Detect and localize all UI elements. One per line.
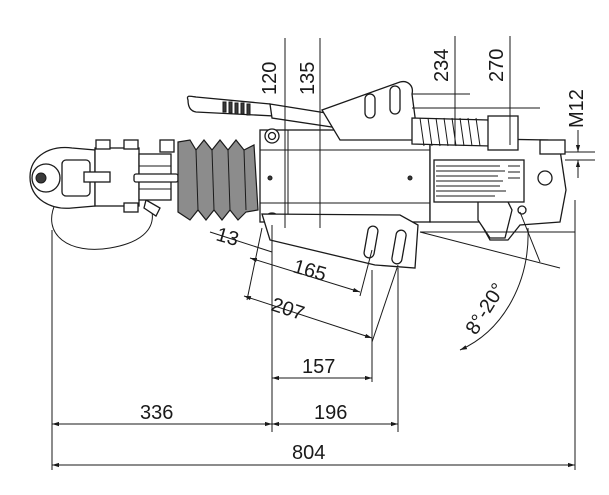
- dim-m12: M12: [566, 89, 588, 128]
- dim-120: 120: [259, 62, 281, 95]
- rubber-bellows: [177, 139, 259, 221]
- coupling-assembly: [29, 80, 567, 269]
- dim-196: 196: [314, 402, 347, 424]
- dim-165: 165: [291, 256, 329, 286]
- breakaway-cable: [51, 201, 153, 250]
- drawbar-housing: [259, 129, 567, 241]
- coupling-head: [29, 139, 179, 213]
- dim-13: 13: [214, 224, 241, 251]
- spec-label-plate: [433, 159, 525, 203]
- dim-234: 234: [431, 49, 453, 82]
- dim-157: 157: [302, 356, 335, 378]
- dim-804: 804: [292, 442, 325, 464]
- spring-end-cap: [487, 115, 519, 151]
- compression-spring: [411, 117, 491, 147]
- dim-336: 336: [140, 402, 173, 424]
- upper-slot-2: [389, 85, 401, 115]
- upper-slot-1: [364, 93, 376, 119]
- dimension-lines: [51, 36, 595, 470]
- dim-angle: 8°-20°: [462, 279, 510, 338]
- dim-135: 135: [297, 62, 319, 95]
- lower-slot-1: [363, 225, 379, 259]
- breakaway-cable-clip: [143, 199, 161, 217]
- dim-207: 207: [268, 294, 307, 325]
- pivot-upper-inner: [267, 131, 277, 141]
- lower-slot-2: [391, 229, 407, 265]
- lower-bracket: [261, 213, 419, 269]
- dim-270: 270: [486, 49, 508, 82]
